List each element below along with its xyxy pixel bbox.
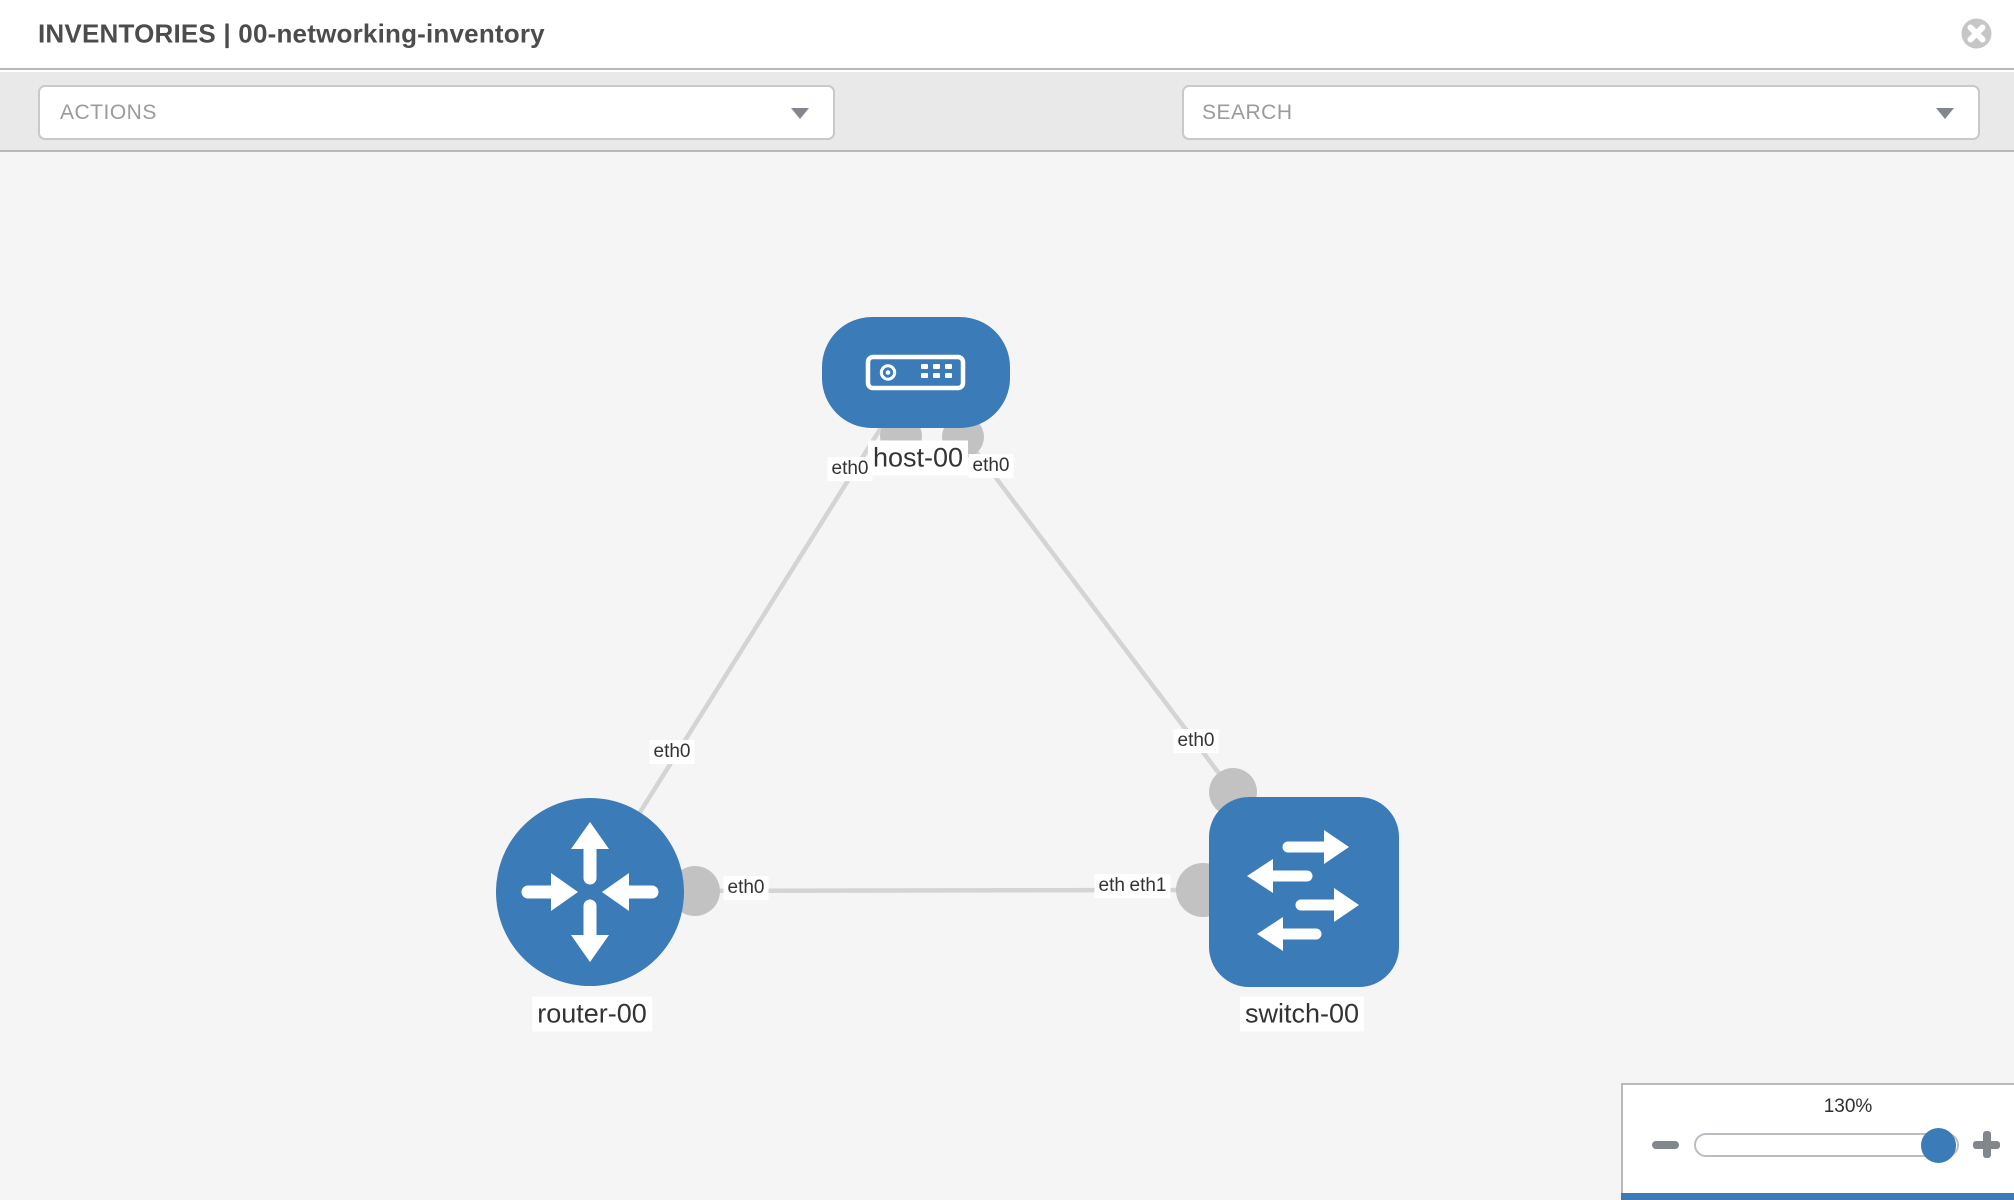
port-label: eth0	[827, 457, 873, 481]
zoom-slider-knob[interactable]	[1921, 1128, 1956, 1163]
modal-header: INVENTORIES | 00-networking-inventory	[0, 0, 2014, 70]
minus-icon[interactable]	[1652, 1141, 1679, 1149]
zoom-level-value: 130%	[1823, 1096, 1873, 1117]
actions-dropdown[interactable]: ACTIONS	[38, 85, 835, 140]
node-host-00[interactable]	[822, 317, 1010, 428]
zoom-slider-track[interactable]	[1694, 1128, 1959, 1163]
switch-icon	[1247, 830, 1359, 951]
topology-canvas[interactable]	[0, 152, 2014, 1200]
node-router-00[interactable]	[496, 798, 684, 986]
chevron-down-icon	[791, 107, 809, 119]
zoom-control-panel: 130%	[1621, 1083, 2014, 1200]
port-label: eth0	[1173, 729, 1219, 753]
node-label: switch-00	[1239, 996, 1365, 1032]
port-label: eth0	[723, 876, 769, 900]
host-icon	[865, 354, 966, 391]
close-button[interactable]	[1961, 18, 1992, 49]
chevron-down-icon	[1936, 107, 1954, 119]
search-input[interactable]	[1184, 87, 1978, 138]
node-switch-00[interactable]	[1209, 797, 1399, 987]
port-label: eth1	[1125, 874, 1171, 898]
topology-graph[interactable]	[0, 152, 2014, 1200]
zoom-panel-accent-strip	[1621, 1193, 2014, 1200]
router-icon	[521, 822, 659, 962]
node-label: host-00	[867, 440, 969, 476]
toolbar: ACTIONS	[0, 72, 2014, 203]
port-label: eth0	[968, 454, 1014, 478]
search-combo[interactable]	[1182, 85, 1980, 140]
actions-dropdown-label: ACTIONS	[60, 100, 157, 124]
page-title: INVENTORIES | 00-networking-inventory	[38, 18, 545, 49]
node-label: router-00	[532, 996, 652, 1032]
plus-icon[interactable]	[1973, 1131, 2000, 1158]
port-label: eth0	[649, 740, 695, 764]
